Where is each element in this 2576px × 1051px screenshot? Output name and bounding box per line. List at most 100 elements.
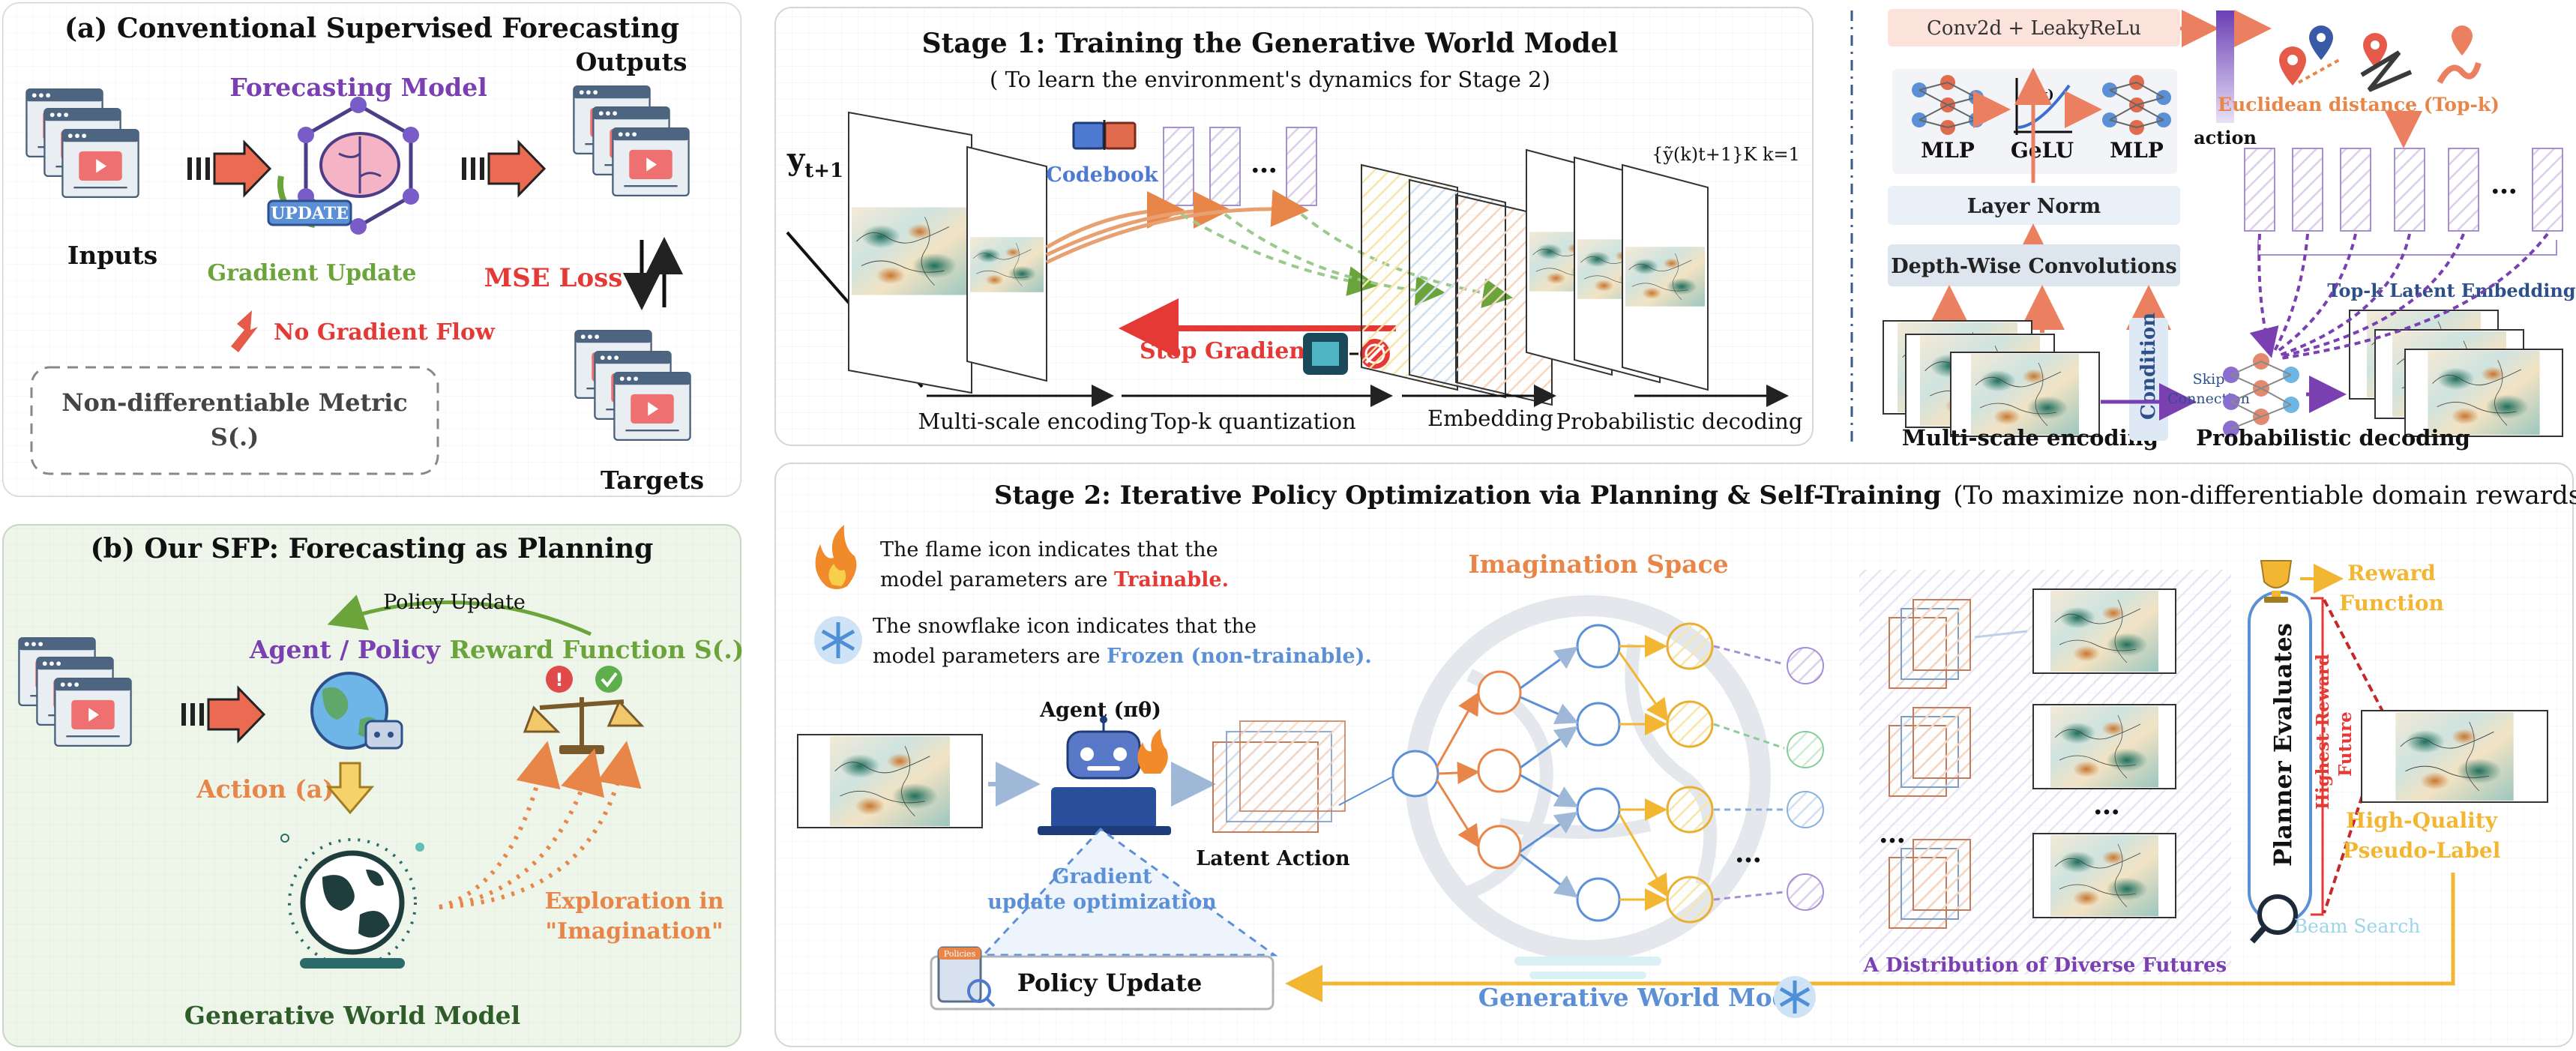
snow-note-2: model parameters are Frozen (non-trainab… bbox=[873, 645, 1372, 668]
flame-note-1: The flame icon indicates that the bbox=[880, 538, 1218, 561]
robot-agent-icon bbox=[1038, 716, 1171, 835]
network-dots: … bbox=[1735, 837, 1762, 869]
inputs-label: Inputs bbox=[67, 241, 157, 270]
dw-conv-label: Depth-Wise Convolutions bbox=[1891, 255, 2176, 278]
output-set-label: {ỹ(k)t+1}K k=1 bbox=[1652, 144, 1800, 165]
stage2-title: Stage 2: Iterative Policy Optimization v… bbox=[994, 481, 2576, 511]
reward-label-1: Reward bbox=[2347, 561, 2436, 585]
magnifier-icon bbox=[2250, 894, 2298, 944]
futures-dots-1: … bbox=[1879, 818, 1906, 849]
arch-decoding-label: Probabilistic decoding bbox=[2196, 425, 2470, 451]
gradient-label-1: Gradient bbox=[1052, 865, 1152, 888]
gradient-update-label: Gradient Update bbox=[208, 260, 417, 286]
planner-label: Planner Evaluates bbox=[2269, 623, 2297, 867]
exploration-arrows bbox=[439, 741, 642, 909]
mlp1-label: MLP bbox=[1921, 138, 1975, 163]
step-embedding: Embedding bbox=[1427, 406, 1553, 431]
distribution-label: A Distribution of Diverse Futures bbox=[1863, 954, 2227, 977]
stop-gradient-label: Stop Gradient bbox=[1140, 338, 1316, 364]
location-pins-icon bbox=[2279, 25, 2482, 92]
mlp2-icon bbox=[2102, 75, 2171, 135]
step-quantization: Top-k quantization bbox=[1151, 409, 1355, 434]
decoder-network-icon bbox=[2223, 353, 2299, 437]
topk-vectors bbox=[2244, 148, 2563, 232]
snowflake-icon bbox=[814, 616, 862, 664]
layer-norm-label: Layer Norm bbox=[1967, 195, 2101, 218]
panel-b-title: (b) Our SFP: Forecasting as Planning bbox=[91, 533, 654, 564]
feedback-arrow bbox=[1285, 873, 2455, 1002]
flame-note-2: model parameters are Trainable. bbox=[880, 568, 1229, 591]
policy-update-label: Policy Update bbox=[383, 591, 526, 614]
output-arrow-icon bbox=[462, 139, 547, 198]
highest-label-2: Future bbox=[2335, 711, 2356, 777]
brain-network-icon bbox=[267, 97, 419, 235]
update-badge: UPDATE bbox=[271, 204, 349, 223]
mlp2-label: MLP bbox=[2110, 138, 2164, 163]
arch-encoding-label: Multi-scale encoding bbox=[1902, 425, 2158, 451]
architecture-panel: Conv2d + LeakyReLu action MLP f(x) GeLU … bbox=[1883, 9, 2576, 451]
arch-encoding-maps bbox=[1883, 320, 2100, 437]
no-gradient-label: No Gradient Flow bbox=[274, 319, 496, 346]
stage1-subtitle: ( To learn the environment's dynamics fo… bbox=[990, 67, 1550, 92]
latent-action-cube bbox=[1212, 720, 1346, 833]
skip-label-1: Skip bbox=[2193, 371, 2225, 388]
world-model-globe-icon bbox=[280, 834, 424, 969]
step-encoding: Multi-scale encoding bbox=[918, 409, 1148, 434]
gelu-label: GeLU bbox=[2011, 138, 2074, 163]
imagination-label: Imagination Space bbox=[1468, 549, 1728, 579]
reward-label-2: Function bbox=[2339, 591, 2444, 615]
targets-label: Targets bbox=[601, 466, 704, 495]
stage1-title: Stage 1: Training the Generative World M… bbox=[922, 28, 1619, 59]
conv-label: Conv2d + LeakyReLu bbox=[1927, 17, 2141, 40]
diverse-futures bbox=[1859, 570, 2231, 975]
panel-a: (a) Conventional Supervised Forecasting … bbox=[2, 2, 741, 497]
gradient-label-2: update optimization bbox=[987, 891, 1217, 914]
euclid-label: Euclidean distance (Top-k) bbox=[2218, 94, 2500, 115]
snowflake-small-icon bbox=[1774, 976, 1816, 1018]
mlp1-icon bbox=[1912, 75, 1984, 135]
stage2-panel: Stage 2: Iterative Policy Optimization v… bbox=[774, 463, 2576, 1047]
input-map bbox=[797, 734, 983, 828]
bidirectional-arrow-icon bbox=[623, 237, 683, 310]
panel-a-title: (a) Conventional Supervised Forecasting bbox=[64, 13, 679, 44]
codebook-icon bbox=[1072, 120, 1137, 150]
topk-dots: … bbox=[2491, 169, 2518, 200]
svg-text:!: ! bbox=[556, 669, 564, 690]
latent-action-label: Latent Action bbox=[1196, 847, 1350, 870]
condition-label: Condition bbox=[2137, 313, 2160, 420]
hq-label-2: Pseudo-Label bbox=[2343, 838, 2501, 863]
down-arrow-icon bbox=[325, 762, 375, 815]
trophy-icon bbox=[2260, 560, 2293, 603]
metric-function: S(.) bbox=[211, 423, 259, 451]
outputs-label: Outputs bbox=[576, 47, 687, 76]
mse-loss-label: MSE Loss bbox=[484, 263, 623, 293]
codebook-label: Codebook bbox=[1046, 163, 1158, 187]
panel-b: (b) Our SFP: Forecasting as Planning Pol… bbox=[2, 524, 744, 1047]
policy-update-label: Policy Update bbox=[1017, 969, 1203, 997]
broken-arrow-icon bbox=[231, 310, 258, 352]
codebook-dots: … bbox=[1251, 148, 1278, 179]
beam-search-label: Beam Search bbox=[2294, 915, 2421, 937]
agent-policy-label: Agent / Policy bbox=[249, 635, 441, 664]
action-label: Action (a) bbox=[196, 774, 334, 804]
topk-embedding-label: Top-k Latent Embedding bbox=[2327, 280, 2575, 301]
world-model-label: Generative World Model bbox=[1478, 983, 1814, 1012]
highest-label-1: Highest-Reward bbox=[2313, 654, 2333, 810]
encoding-maps bbox=[848, 111, 1047, 394]
flame-icon bbox=[815, 525, 857, 589]
imagination-network bbox=[1338, 622, 1824, 924]
panel-b-arrow-icon bbox=[181, 685, 266, 744]
pseudo-label-map bbox=[2361, 710, 2548, 803]
step-decoding: Probabilistic decoding bbox=[1556, 409, 1803, 434]
stage1-panel: Stage 1: Training the Generative World M… bbox=[774, 7, 1814, 446]
reward-function-label: Reward Function S(.) bbox=[450, 635, 744, 664]
topk-curves bbox=[2249, 232, 2549, 360]
exploration-label-2: "Imagination" bbox=[545, 918, 723, 945]
exploration-label-1: Exploration in bbox=[544, 888, 723, 915]
action-label: action bbox=[2194, 127, 2257, 148]
metric-label: Non-differentiable Metric bbox=[61, 388, 408, 417]
policy-update-box bbox=[930, 946, 1275, 1011]
gradient-cone bbox=[981, 828, 1278, 957]
arch-decoding-maps bbox=[2349, 310, 2563, 437]
decoding-maps bbox=[1526, 148, 1709, 391]
